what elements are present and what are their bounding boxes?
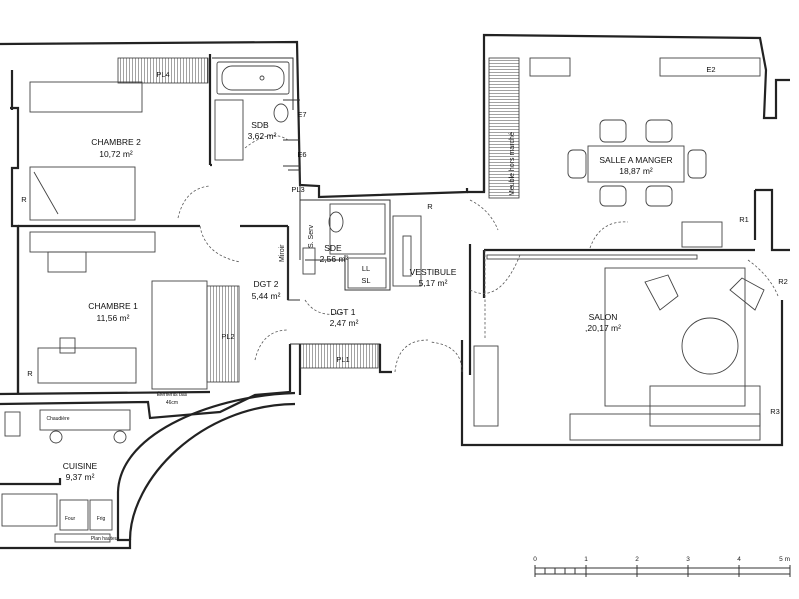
vestibule-area: 5,17 m² [419, 278, 448, 288]
closets [117, 57, 520, 383]
dgt2-name: DGT 2 [254, 279, 279, 289]
chambre1-name: CHAMBRE 1 [88, 301, 138, 311]
tag-chaudiere: Chaudière [46, 416, 69, 422]
scale-bar: 0 1 2 3 4 5 m [533, 556, 791, 577]
tag-r3: R3 [770, 407, 780, 416]
cuisine-name: CUISINE [63, 461, 98, 471]
closet-pl1 [299, 343, 379, 369]
sdb-name: SDB [251, 120, 269, 130]
dgt2-area: 5,44 m² [252, 291, 281, 301]
scale-tick-3: 3 [686, 556, 690, 563]
cuisine-area: 9,37 m² [66, 472, 95, 482]
tag-elements-bas: Éléments bas [157, 391, 188, 398]
tag-pl2: PL2 [221, 332, 234, 341]
tag-r-vestibule: R [427, 202, 433, 211]
tag-pl4: PL4 [156, 70, 169, 79]
room-labels: CHAMBRE 2 10,72 m² CHAMBRE 1 11,56 m² SD… [63, 120, 673, 482]
closet-pl2 [206, 285, 240, 383]
tag-sl: SL [361, 276, 370, 285]
scale-tick-0: 0 [533, 556, 537, 563]
tag-e6: E6 [297, 150, 306, 159]
doors [177, 135, 779, 373]
tag-meuble: Meuble hors marché [509, 132, 516, 196]
right-block-walls [460, 33, 790, 447]
closet-pl4 [117, 57, 209, 84]
salon-area: ,20,17 m² [585, 323, 621, 333]
salle-a-manger-name: SALLE A MANGER [599, 155, 672, 165]
sde-area: 2,56 m² [320, 254, 349, 264]
tags: PL4 PL3 PL2 PL1 E7 E6 E2 R1 R2 R3 R R R … [21, 65, 788, 542]
salon-name: SALON [589, 312, 618, 322]
sde-name: SDE [324, 243, 342, 253]
scale-tick-5: 5 m [779, 556, 790, 563]
tag-four: Four [65, 516, 76, 522]
chambre1-area: 11,56 m² [97, 313, 130, 323]
sdb-area: 3,62 m² [248, 131, 277, 141]
tag-46cm: 46cm [166, 400, 178, 406]
scale-tick-4: 4 [737, 556, 741, 563]
chambre2-name: CHAMBRE 2 [91, 137, 141, 147]
tag-ll: LL [362, 264, 370, 273]
dgt1-name: DGT 1 [331, 307, 356, 317]
tag-e2: E2 [706, 65, 715, 74]
tag-r-chambre1: R [27, 369, 33, 378]
tag-r2: R2 [778, 277, 788, 286]
chambre2-area: 10,72 m² [99, 149, 133, 159]
salle-a-manger-area: 18,87 m² [619, 166, 653, 176]
tag-pl3: PL3 [291, 185, 304, 194]
tag-frig: Frig [97, 516, 106, 522]
tag-serv: S. Serv [308, 225, 315, 248]
scale-tick-1: 1 [584, 556, 588, 563]
left-block-walls [0, 40, 469, 550]
meuble-hors-marche [488, 57, 520, 199]
vestibule-name: VESTIBULE [410, 267, 457, 277]
tag-r1: R1 [739, 215, 749, 224]
tag-plan-hauteur: Plan hauteur [91, 536, 120, 542]
tag-pl1: PL1 [336, 355, 349, 364]
furniture [1, 57, 765, 543]
dgt1-area: 2,47 m² [330, 318, 359, 328]
tag-r-chambre2: R [21, 195, 27, 204]
tag-e7: E7 [297, 110, 306, 119]
tag-miroir: Miroir [279, 244, 286, 262]
scale-tick-2: 2 [635, 556, 639, 563]
